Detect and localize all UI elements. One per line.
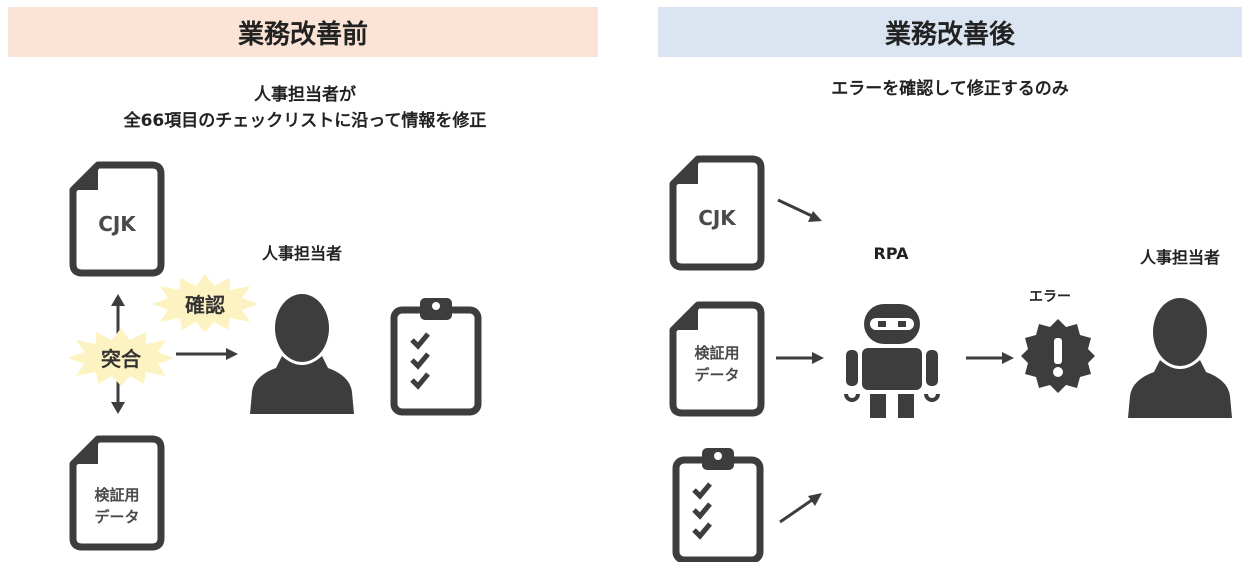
totsugo-label: 突合 (101, 347, 141, 371)
rpa-label: RPA (873, 244, 909, 263)
verification-data-document-icon: 検証用 データ (68, 434, 166, 552)
verification-doc-line2: データ (94, 508, 140, 526)
before-title: 業務改善前 (237, 19, 368, 50)
kakunin-burst: 確認 (150, 272, 260, 334)
arrow-checklist-to-rpa (779, 493, 822, 524)
after-verification-doc-line2: データ (694, 366, 740, 384)
after-cjk-doc-label: CJK (698, 206, 736, 230)
before-person-label: 人事担当者 (261, 244, 342, 263)
arrow-rpa-to-error (966, 352, 1014, 364)
before-subtitle-line2: 全66項目のチェックリストに沿って情報を修正 (123, 111, 487, 131)
after-person-icon (1128, 298, 1232, 418)
cjk-document-icon: CJK (68, 160, 166, 278)
after-verification-doc-label: 検証用 データ (668, 342, 766, 386)
cjk-doc-label: CJK (98, 212, 136, 236)
totsugo-burst: 突合 (66, 326, 176, 388)
after-banner: 業務改善後 (658, 7, 1242, 57)
error-badge-icon (1021, 319, 1095, 393)
after-verification-doc-line1: 検証用 (694, 344, 740, 362)
verification-doc-label: 検証用 データ (68, 484, 166, 528)
after-verification-data-document-icon: 検証用 データ (668, 300, 766, 418)
after-subtitle: エラーを確認して修正するのみ (831, 79, 1069, 99)
error-label: エラー (1029, 289, 1071, 305)
after-title: 業務改善後 (884, 19, 1015, 50)
verification-doc-line1: 検証用 (94, 486, 140, 504)
arrow-data-to-rpa (776, 352, 824, 364)
kakunin-label: 確認 (185, 293, 225, 317)
before-subtitle: 人事担当者が 全66項目のチェックリストに沿って情報を修正 (40, 82, 570, 134)
person-icon (250, 294, 354, 414)
before-subtitle-line1: 人事担当者が (254, 85, 356, 105)
after-person-label: 人事担当者 (1139, 248, 1220, 267)
after-cjk-document-icon: CJK (668, 154, 766, 272)
robot-icon (844, 304, 940, 418)
arrow-cjk-to-rpa (777, 198, 822, 222)
checklist-clipboard-icon (390, 298, 482, 416)
right-arrow (176, 348, 238, 360)
before-banner: 業務改善前 (8, 7, 598, 57)
after-checklist-clipboard-icon (672, 448, 764, 562)
